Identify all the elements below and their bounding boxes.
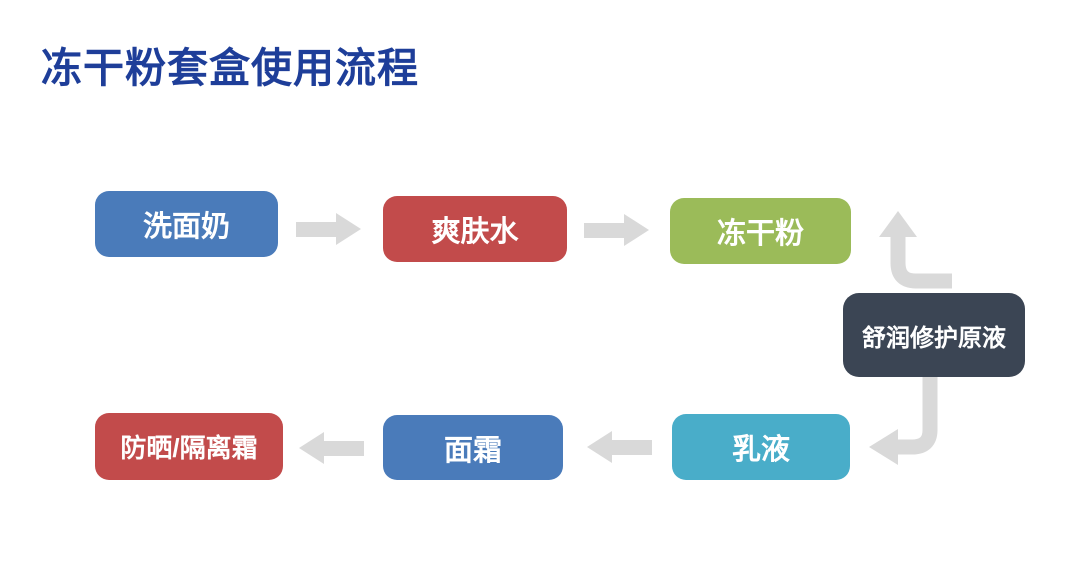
- node-powder: 冻干粉: [670, 198, 851, 264]
- node-cream: 面霜: [383, 415, 563, 480]
- node-toner: 爽肤水: [383, 196, 567, 262]
- arrow-cleanser-to-toner-icon: [296, 213, 361, 245]
- node-cleanser: 洗面奶: [95, 191, 278, 257]
- arrow-cream-to-sunscreen-icon: [299, 432, 364, 464]
- arrow-serum-to-lotion-icon: [869, 377, 938, 465]
- arrow-lotion-to-cream-icon: [587, 431, 652, 463]
- arrow-toner-to-powder-icon: [584, 214, 649, 246]
- page-title: 冻干粉套盒使用流程: [41, 45, 419, 91]
- node-sunscreen: 防晒/隔离霜: [95, 413, 283, 480]
- arrow-serum-to-powder-icon: [879, 211, 952, 289]
- node-lotion: 乳液: [672, 414, 850, 480]
- node-serum: 舒润修护原液: [843, 293, 1025, 377]
